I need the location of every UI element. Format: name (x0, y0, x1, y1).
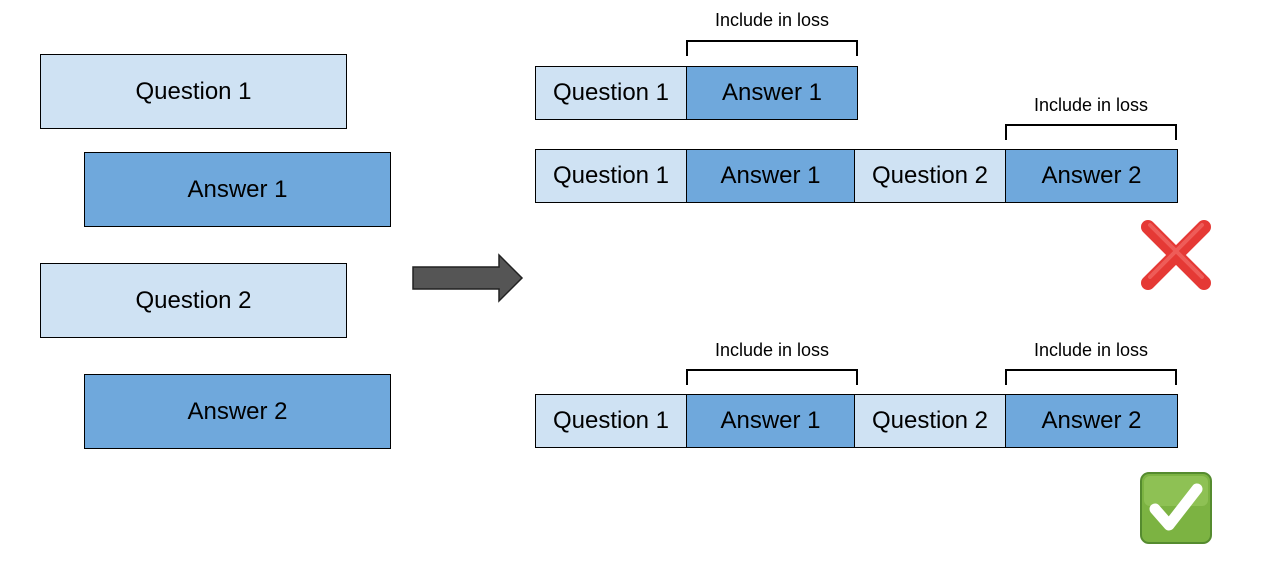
cross-mark-icon (1141, 220, 1211, 290)
top-row-2-question-1-label: Question 1 (552, 162, 670, 189)
top-bracket-1 (686, 40, 858, 56)
bottom-bracket-1 (686, 369, 858, 385)
bottom-bracket-2 (1005, 369, 1177, 385)
check-mark-icon (1140, 472, 1212, 544)
top-row-2-answer-1-label: Answer 1 (720, 162, 821, 189)
top-row-1-question-1-label: Question 1 (552, 79, 670, 106)
bottom-row-question-1: Question 1 (536, 395, 687, 447)
bottom-row-answer-1: Answer 1 (687, 395, 855, 447)
bottom-bracket-1-label: Include in loss (714, 340, 830, 360)
top-bracket-2-label: Include in loss (1033, 95, 1149, 115)
left-question-2-label: Question 2 (135, 286, 252, 314)
bottom-row-question-2-label: Question 2 (871, 407, 989, 434)
bottom-bracket-2-label: Include in loss (1033, 340, 1149, 360)
top-row-2-question-1: Question 1 (536, 150, 687, 202)
top-row-1-question-1: Question 1 (536, 67, 687, 119)
bottom-row: Question 1 Answer 1 Question 2 Answer 2 (535, 394, 1178, 448)
left-question-1-label: Question 1 (135, 77, 252, 105)
top-row-2-question-2: Question 2 (855, 150, 1006, 202)
left-answer-2-label: Answer 2 (187, 397, 288, 425)
top-row-2-question-2-label: Question 2 (871, 162, 989, 189)
left-answer-2-box: Answer 2 (84, 374, 391, 449)
bottom-row-question-1-label: Question 1 (552, 407, 670, 434)
right-arrow-icon (412, 253, 524, 303)
left-answer-1-box: Answer 1 (84, 152, 391, 227)
top-row-2-answer-2: Answer 2 (1006, 150, 1177, 202)
top-bracket-2 (1005, 124, 1177, 140)
top-row-1-answer-1: Answer 1 (687, 67, 857, 119)
top-bracket-1-label: Include in loss (714, 10, 830, 30)
bottom-row-answer-2-label: Answer 2 (1041, 407, 1142, 434)
top-row-2-answer-2-label: Answer 2 (1041, 162, 1142, 189)
left-question-2-box: Question 2 (40, 263, 347, 338)
bottom-row-answer-2: Answer 2 (1006, 395, 1177, 447)
bottom-row-answer-1-label: Answer 1 (720, 407, 821, 434)
left-answer-1-label: Answer 1 (187, 175, 288, 203)
left-question-1-box: Question 1 (40, 54, 347, 129)
top-row-1: Question 1 Answer 1 (535, 66, 858, 120)
top-row-1-answer-1-label: Answer 1 (721, 79, 823, 106)
top-row-2: Question 1 Answer 1 Question 2 Answer 2 (535, 149, 1178, 203)
bottom-row-question-2: Question 2 (855, 395, 1006, 447)
top-row-2-answer-1: Answer 1 (687, 150, 855, 202)
